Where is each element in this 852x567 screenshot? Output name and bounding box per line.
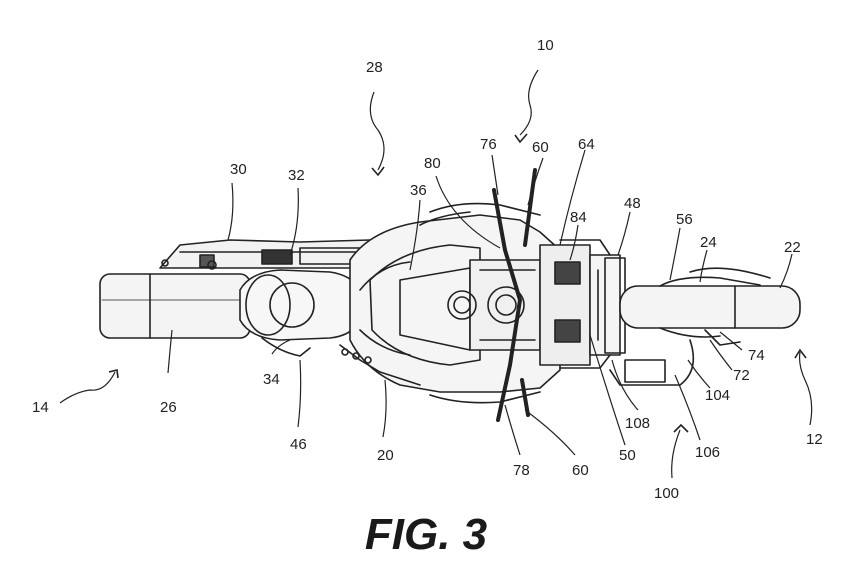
- ref-label-56: 56: [676, 211, 693, 228]
- front-assembly: [539, 239, 626, 369]
- ref-label-76: 76: [480, 136, 497, 153]
- ref-label-50: 50: [619, 447, 636, 464]
- ref-label-106: 106: [695, 444, 721, 461]
- rear-frame: [159, 239, 381, 270]
- rear-tire: [99, 273, 251, 339]
- ref-label-46: 46: [290, 436, 307, 453]
- ref-label-28: 28: [366, 59, 383, 76]
- ref-label-48: 48: [624, 195, 641, 212]
- ref-label-78: 78: [513, 462, 530, 479]
- ref-label-60-bottom: 60: [572, 462, 589, 479]
- ref-label-108: 108: [625, 415, 651, 432]
- ref-label-84: 84: [570, 209, 587, 226]
- ref-label-14: 14: [32, 399, 49, 416]
- ref-label-10: 10: [537, 37, 554, 54]
- ref-label-64: 64: [578, 136, 595, 153]
- ref-label-30: 30: [230, 161, 247, 178]
- rear-hub: [239, 269, 361, 357]
- ref-label-36: 36: [410, 182, 427, 199]
- ref-label-12: 12: [806, 431, 823, 448]
- leader-lines: [59, 69, 813, 479]
- ref-label-74: 74: [748, 347, 765, 364]
- ref-label-104: 104: [705, 387, 731, 404]
- ref-label-20: 20: [377, 447, 394, 464]
- ref-label-72: 72: [733, 367, 750, 384]
- ref-label-32: 32: [288, 167, 305, 184]
- ref-label-22: 22: [784, 239, 801, 256]
- ref-label-60-top: 60: [532, 139, 549, 156]
- ref-label-26: 26: [160, 399, 177, 416]
- ref-label-80: 80: [424, 155, 441, 172]
- front-wheel: [609, 267, 801, 386]
- figure-caption: FIG. 3: [364, 510, 488, 559]
- ref-label-34: 34: [263, 371, 280, 388]
- handlebars: [492, 168, 537, 422]
- ref-label-24: 24: [700, 234, 717, 251]
- ref-label-100: 100: [654, 485, 680, 502]
